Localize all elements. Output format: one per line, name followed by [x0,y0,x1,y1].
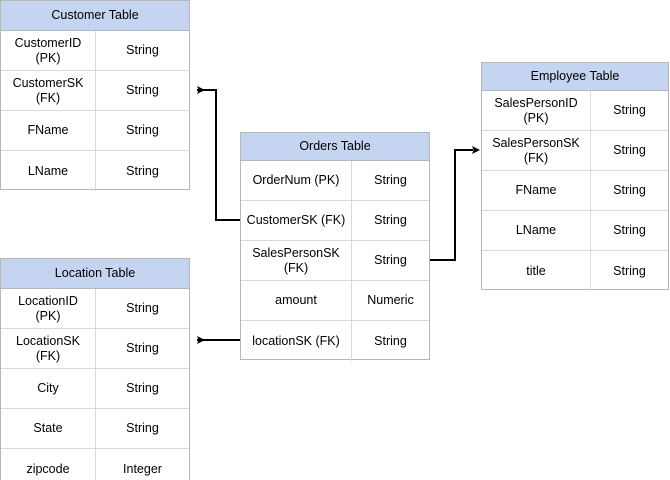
field-type: Numeric [367,293,414,308]
field-name: OrderNum (PK) [241,161,352,200]
field-type: String [374,173,407,188]
field-type: String [126,421,159,436]
field-type: String [613,183,646,198]
table-row[interactable]: amount Numeric [241,281,429,321]
field-name: LocationSK (FK) [1,329,96,368]
field-name: zipcode [1,449,96,480]
field-type: String [613,103,646,118]
connector-orders-employee [430,146,480,261]
field-name: LName [482,211,591,250]
table-row[interactable]: title String [482,251,668,291]
field-type: String [374,213,407,228]
table-row[interactable]: SalesPersonID (PK) String [482,91,668,131]
table-row[interactable]: City String [1,369,189,409]
table-row[interactable]: CustomerID (PK) String [1,31,189,71]
field-name: CustomerSK (FK) [241,201,352,240]
field-name: amount [241,281,352,320]
field-name: title [482,251,591,291]
connector-orders-customer [197,86,240,221]
field-type: String [126,163,159,178]
field-name: LocationID (PK) [1,289,96,328]
field-name: locationSK (FK) [241,321,352,361]
table-row[interactable]: LName String [1,151,189,191]
table-row[interactable]: FName String [1,111,189,151]
field-name: FName [1,111,96,150]
field-type: String [374,253,407,268]
field-name: SalesPersonSK (FK) [241,241,352,280]
field-type: String [613,263,646,278]
field-type: String [126,43,159,58]
field-type: String [126,301,159,316]
table-row[interactable]: CustomerSK (FK) String [1,71,189,111]
table-row[interactable]: LocationID (PK) String [1,289,189,329]
field-name: City [1,369,96,408]
field-type: String [126,83,159,98]
table-customer-title: Customer Table [1,1,189,31]
field-name: CustomerSK (FK) [1,71,96,110]
field-name: CustomerID (PK) [1,31,96,70]
table-row[interactable]: SalesPersonSK (FK) String [241,241,429,281]
field-name: State [1,409,96,448]
field-name: SalesPersonSK (FK) [482,131,591,170]
field-type: String [126,341,159,356]
table-row[interactable]: CustomerSK (FK) String [241,201,429,241]
table-row[interactable]: locationSK (FK) String [241,321,429,361]
table-row[interactable]: FName String [482,171,668,211]
field-name: SalesPersonID (PK) [482,91,591,130]
table-location-title: Location Table [1,259,189,289]
table-row[interactable]: SalesPersonSK (FK) String [482,131,668,171]
table-row[interactable]: State String [1,409,189,449]
table-row[interactable]: OrderNum (PK) String [241,161,429,201]
table-orders-title: Orders Table [241,133,429,161]
field-type: String [374,333,407,348]
field-name: LName [1,151,96,191]
field-type: String [613,143,646,158]
field-type: String [126,123,159,138]
field-type: String [613,223,646,238]
field-type: String [126,381,159,396]
table-employee-title: Employee Table [482,63,668,91]
table-row[interactable]: LocationSK (FK) String [1,329,189,369]
table-row[interactable]: LName String [482,211,668,251]
field-type: Integer [123,461,162,476]
table-row[interactable]: zipcode Integer [1,449,189,480]
field-name: FName [482,171,591,210]
